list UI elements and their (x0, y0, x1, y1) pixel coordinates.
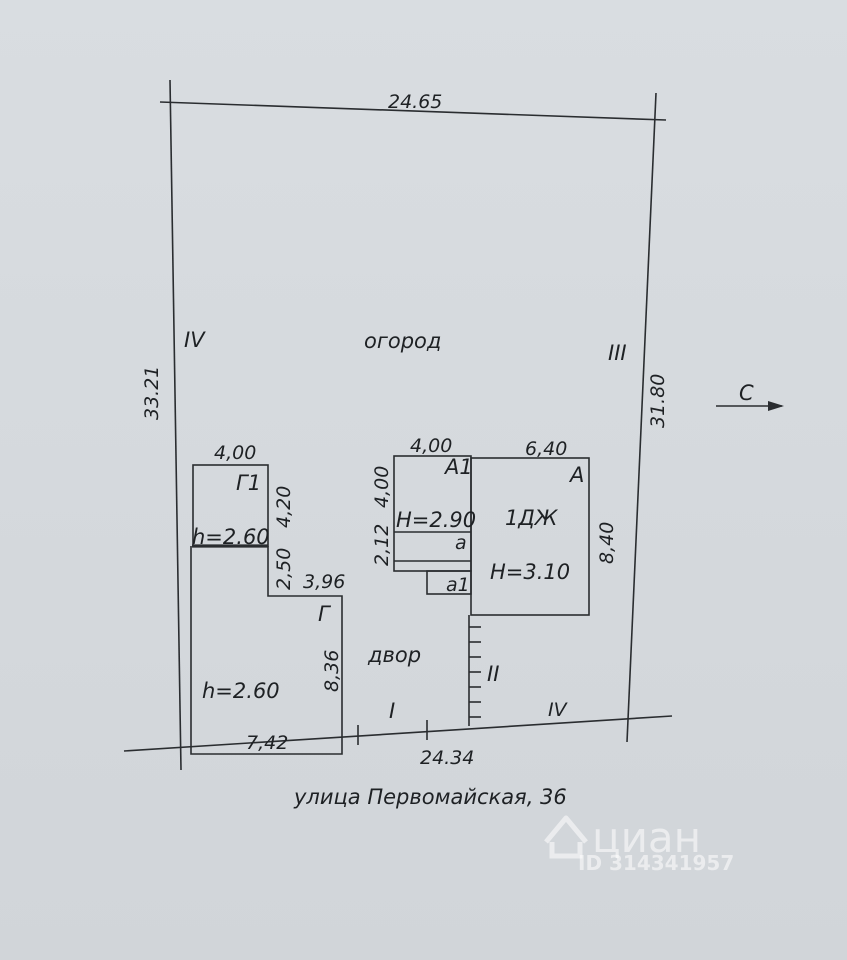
g-height: h=2.60 (202, 679, 280, 703)
building-g1 (192, 464, 269, 548)
building-a-outline (470, 457, 590, 616)
watermark: циан ID 314341957 (544, 813, 734, 875)
g1-width: 4,00 (214, 442, 256, 464)
g-label: Г (318, 602, 332, 626)
g-bottom: 7,42 (246, 732, 288, 754)
a1-sub-a1: a1 (446, 574, 470, 596)
g1-label: Г1 (236, 471, 261, 495)
north-arrow: С (716, 381, 784, 411)
g1-height: h=2.60 (192, 525, 270, 549)
plot-boundary (123, 79, 673, 771)
g1-depth: 4,20 (273, 486, 295, 528)
a-use: 1ДЖ (505, 506, 559, 530)
a-depth: 8,40 (596, 522, 618, 564)
a1-sub-a: a (455, 532, 467, 554)
building-g (190, 546, 343, 755)
address-caption: улица Первомайская, 36 (293, 785, 567, 809)
a1-height: H=2.90 (396, 508, 476, 532)
watermark-id: ID 314341957 (578, 851, 734, 875)
north-arrow-label: С (739, 381, 754, 405)
boundary-top (159, 101, 667, 121)
watermark-house-icon (544, 815, 588, 859)
north-arrow-head (768, 401, 784, 411)
building-a (470, 457, 590, 616)
neighbor-left-label: IV (184, 328, 206, 352)
a-width: 6,40 (525, 438, 567, 460)
fence-ii (468, 615, 481, 726)
garden-label: огород (364, 329, 441, 353)
a1-side-a: 2,12 (371, 524, 393, 566)
watermark-brand: циан (592, 813, 701, 862)
fence-label: II (487, 662, 499, 686)
a-height: H=3.10 (490, 560, 570, 584)
plot-right-length: 31.80 (647, 374, 669, 428)
plot-bottom-length: 24.34 (420, 747, 474, 769)
neighbor-right-label: III (608, 341, 627, 365)
g-top: 3,96 (303, 571, 345, 593)
plot-top-length: 24.65 (388, 91, 442, 113)
boundary-bottom (123, 715, 673, 752)
a1-label: А1 (443, 455, 473, 479)
plot-left-length: 33.21 (141, 366, 163, 420)
a1-depth: 4,00 (371, 466, 393, 508)
g-side: 8,36 (321, 650, 343, 692)
boundary-left (169, 79, 182, 771)
boundary-right (626, 92, 657, 743)
building-g-outline (190, 546, 343, 755)
gate-label: I (389, 699, 395, 723)
yard-label: двор (367, 643, 421, 667)
a-label: А (568, 463, 584, 487)
neighbor-bottom-right-label: IV (548, 699, 569, 721)
g-step: 2,50 (273, 548, 295, 590)
a1-width: 4,00 (410, 435, 452, 457)
